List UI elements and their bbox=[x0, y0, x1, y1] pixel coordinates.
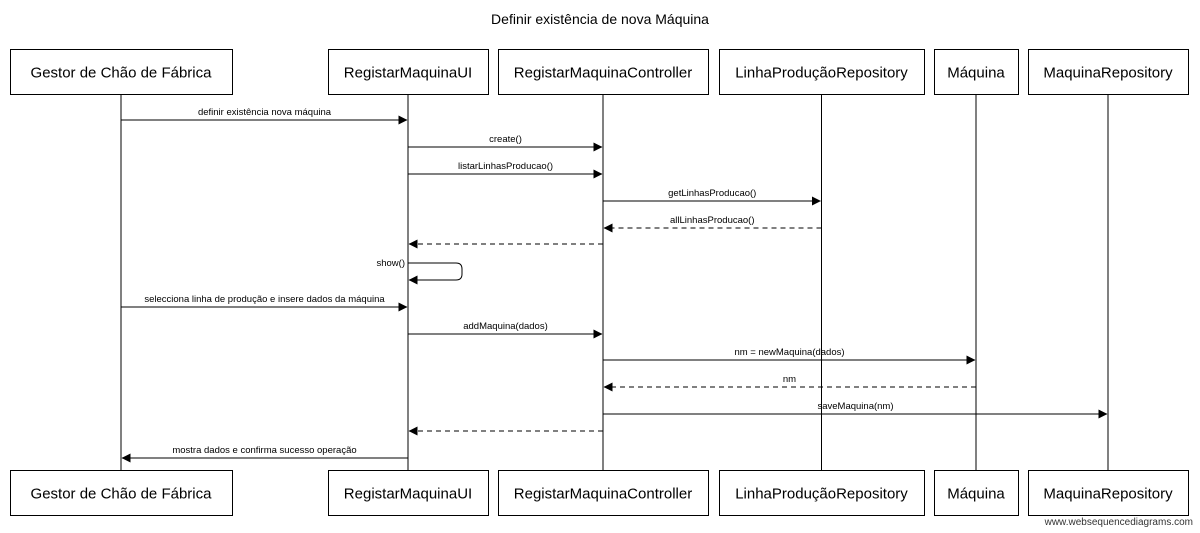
participant-box-controller-bottom bbox=[498, 470, 709, 516]
participant-box-gestor-bottom bbox=[10, 470, 233, 516]
participant-box-ui-bottom bbox=[328, 470, 489, 516]
message-4: getLinhasProducao() bbox=[603, 188, 821, 206]
participant-label-linharepo-top: LinhaProduçãoRepository bbox=[735, 65, 908, 82]
message-7: show() bbox=[376, 258, 463, 285]
participant-box-maquina-bottom bbox=[934, 470, 1019, 516]
participant-box-maquinarepo-bottom bbox=[1028, 470, 1189, 516]
participant-label-controller-top: RegistarMaquinaController bbox=[514, 65, 692, 82]
message-10: nm = newMaquina(dados) bbox=[603, 347, 976, 365]
footer-credit: www.websequencediagrams.com bbox=[1044, 517, 1193, 528]
message-label: saveMaquina(nm) bbox=[817, 401, 893, 412]
message-label: addMaquina(dados) bbox=[463, 321, 548, 332]
participant-box-maquinarepo-top bbox=[1028, 49, 1189, 95]
message-label: nm = newMaquina(dados) bbox=[734, 347, 844, 358]
message-label: nm bbox=[783, 374, 796, 385]
self-call-arrow bbox=[408, 262, 463, 285]
participant-label-maquinarepo-bottom: MaquinaRepository bbox=[1043, 486, 1173, 503]
message-3: listarLinhasProducao() bbox=[408, 161, 603, 179]
message-2: create() bbox=[408, 134, 603, 152]
participant-box-controller-top bbox=[498, 49, 709, 95]
message-label: create() bbox=[489, 134, 522, 145]
messages: definir existência nova máquina create() l… bbox=[121, 107, 1108, 463]
participant-label-gestor-bottom: Gestor de Chão de Fábrica bbox=[31, 486, 213, 503]
message-12: saveMaquina(nm) bbox=[603, 401, 1108, 419]
participant-box-maquina-top bbox=[934, 49, 1019, 95]
participant-label-maquinarepo-top: MaquinaRepository bbox=[1043, 65, 1173, 82]
message-5: allLinhasProducao() bbox=[603, 215, 822, 233]
participant-label-linharepo-bottom: LinhaProduçãoRepository bbox=[735, 486, 908, 503]
message-label: listarLinhasProducao() bbox=[458, 161, 553, 172]
message-14: mostra dados e confirma sucesso operação bbox=[121, 445, 408, 463]
message-11: nm bbox=[603, 374, 976, 392]
participant-box-linharepo-bottom bbox=[719, 470, 925, 516]
participant-box-linharepo-top bbox=[719, 49, 925, 95]
message-1: definir existência nova máquina bbox=[121, 107, 408, 125]
participant-label-maquina-bottom: Máquina bbox=[947, 486, 1005, 503]
message-label: definir existência nova máquina bbox=[198, 107, 332, 118]
message-label: mostra dados e confirma sucesso operação bbox=[172, 445, 356, 456]
message-label: show() bbox=[376, 258, 405, 269]
participant-label-ui-bottom: RegistarMaquinaUI bbox=[344, 486, 472, 503]
participant-label-gestor-top: Gestor de Chão de Fábrica bbox=[31, 65, 213, 82]
message-label: selecciona linha de produção e insere da… bbox=[144, 294, 385, 305]
participant-label-maquina-top: Máquina bbox=[947, 65, 1005, 82]
message-8: selecciona linha de produção e insere da… bbox=[121, 294, 408, 312]
participant-label-controller-bottom: RegistarMaquinaController bbox=[514, 486, 692, 503]
lifelines bbox=[120, 94, 1109, 470]
message-9: addMaquina(dados) bbox=[408, 321, 603, 339]
participant-label-ui-top: RegistarMaquinaUI bbox=[344, 65, 472, 82]
diagram-title: Definir existência de nova Máquina bbox=[491, 11, 709, 27]
participant-box-gestor-top bbox=[10, 49, 233, 95]
participant-box-ui-top bbox=[328, 49, 489, 95]
message-label: getLinhasProducao() bbox=[668, 188, 756, 199]
message-label: allLinhasProducao() bbox=[670, 215, 755, 226]
